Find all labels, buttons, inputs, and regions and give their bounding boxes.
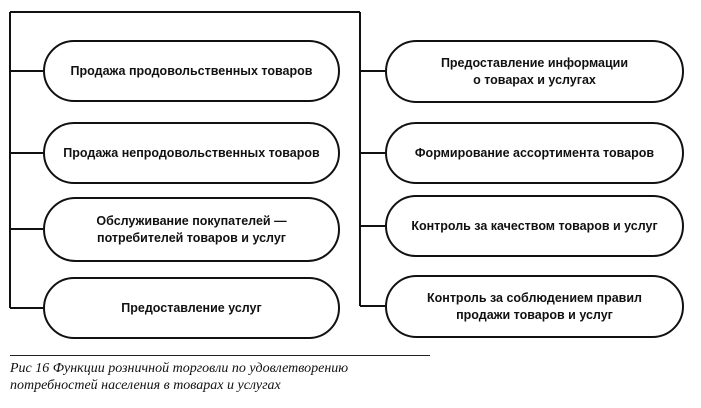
function-label: Продажа непродовольственных товаров: [63, 145, 320, 160]
function-label: Продажа продовольственных товаров: [70, 63, 313, 78]
function-box-quality-control: Контроль за качеством товаров и услуг: [385, 195, 684, 257]
function-box-assortment: Формирование ассортимента товаров: [385, 122, 684, 184]
function-box-services: Предоставление услуг: [43, 277, 340, 339]
function-label: Предоставление услуг: [121, 300, 262, 315]
function-box-rules-control: Контроль за соблюдением правил продажи т…: [385, 275, 684, 338]
function-label: Формирование ассортимента товаров: [414, 145, 655, 160]
function-label: Контроль за качеством товаров и услуг: [411, 218, 658, 233]
function-label: Обслуживание покупателей — потребителей …: [96, 214, 287, 245]
caption-divider: [10, 355, 430, 356]
function-box-nonfood-sales: Продажа непродовольственных товаров: [43, 122, 340, 184]
figure-caption: Рис 16 Функции розничной торговли по удо…: [10, 361, 349, 393]
function-label: Контроль за соблюдением правил продажи т…: [427, 291, 642, 322]
function-box-customer-service: Обслуживание покупателей — потребителей …: [43, 197, 340, 262]
function-box-information: Предоставление информации о товарах и ус…: [385, 40, 684, 103]
function-label: Предоставление информации о товарах и ус…: [440, 56, 629, 87]
function-box-food-sales: Продажа продовольственных товаров: [43, 40, 340, 102]
